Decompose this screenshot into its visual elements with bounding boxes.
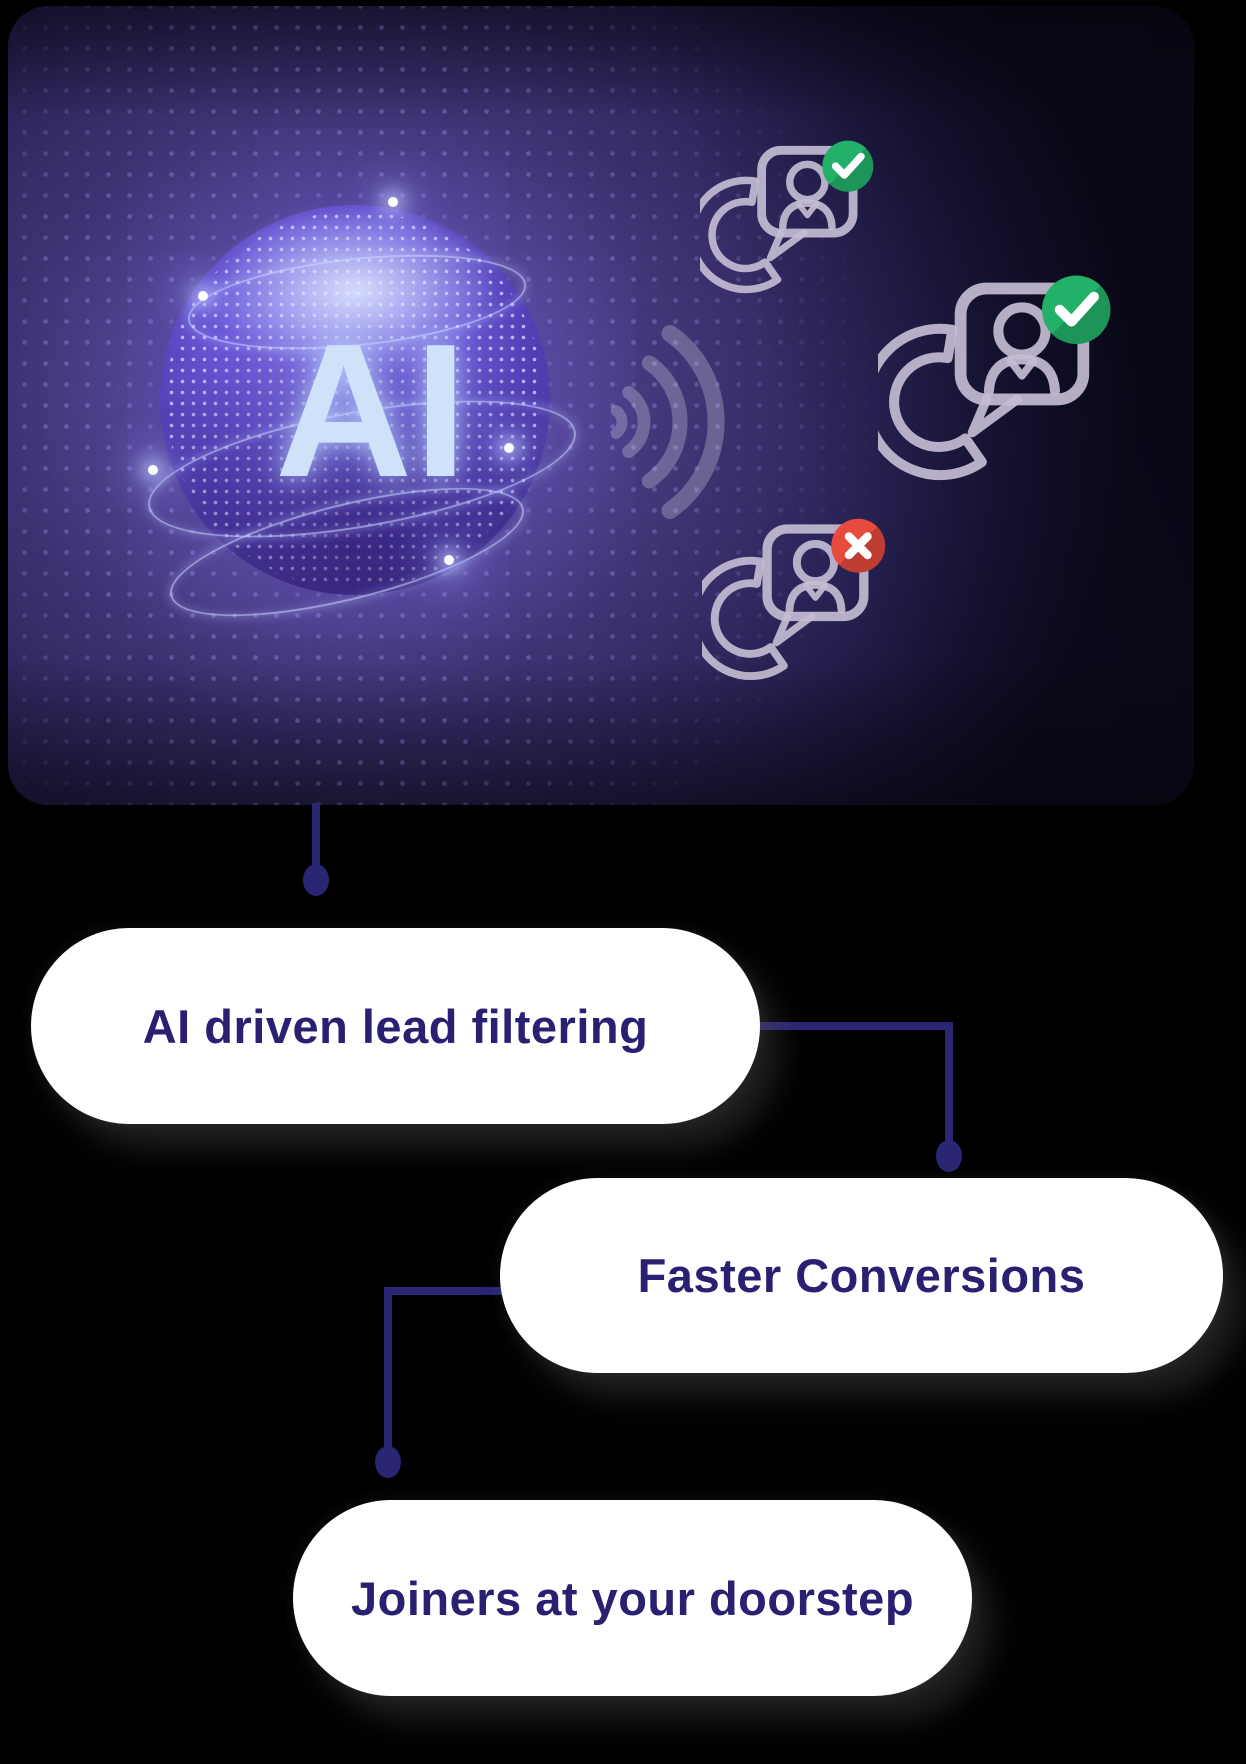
connector-dot	[375, 1446, 401, 1478]
connector-line-vertical	[384, 1287, 392, 1449]
step-label: AI driven lead filtering	[142, 999, 649, 1053]
ai-globe: AI	[138, 197, 586, 643]
step-label: Faster Conversions	[637, 1249, 1086, 1302]
glow-spark	[388, 197, 398, 207]
connector-line-horizontal	[750, 1022, 953, 1030]
connector-line-vertical	[312, 803, 320, 867]
glow-spark	[504, 443, 514, 453]
sound-waves-icon	[610, 325, 725, 519]
glow-spark	[148, 465, 158, 475]
step-label: Joiners at your doorstep	[350, 1571, 915, 1625]
x-badge-icon	[831, 516, 888, 584]
step-pill-lead-filtering: AI driven lead filtering	[31, 928, 760, 1124]
phone-contact-approved-icon	[700, 138, 876, 314]
globe-highlight	[214, 208, 496, 373]
hero-image: AI	[8, 6, 1194, 805]
connector-dot	[303, 864, 329, 896]
step-pill-faster-conversions: Faster Conversions	[500, 1178, 1223, 1373]
phone-contact-rejected-icon	[702, 516, 888, 702]
check-badge-icon	[1042, 272, 1114, 359]
step-pill-joiners-doorstep: Joiners at your doorstep	[293, 1500, 972, 1696]
connector-dot	[936, 1140, 962, 1172]
phone-contact-approved-icon	[878, 272, 1114, 508]
ai-globe-label: AI	[275, 305, 469, 517]
connector-line-horizontal	[384, 1287, 514, 1295]
glow-spark	[444, 555, 454, 565]
glow-spark	[198, 291, 208, 301]
connector-line-vertical	[945, 1022, 953, 1148]
check-badge-icon	[822, 138, 876, 203]
